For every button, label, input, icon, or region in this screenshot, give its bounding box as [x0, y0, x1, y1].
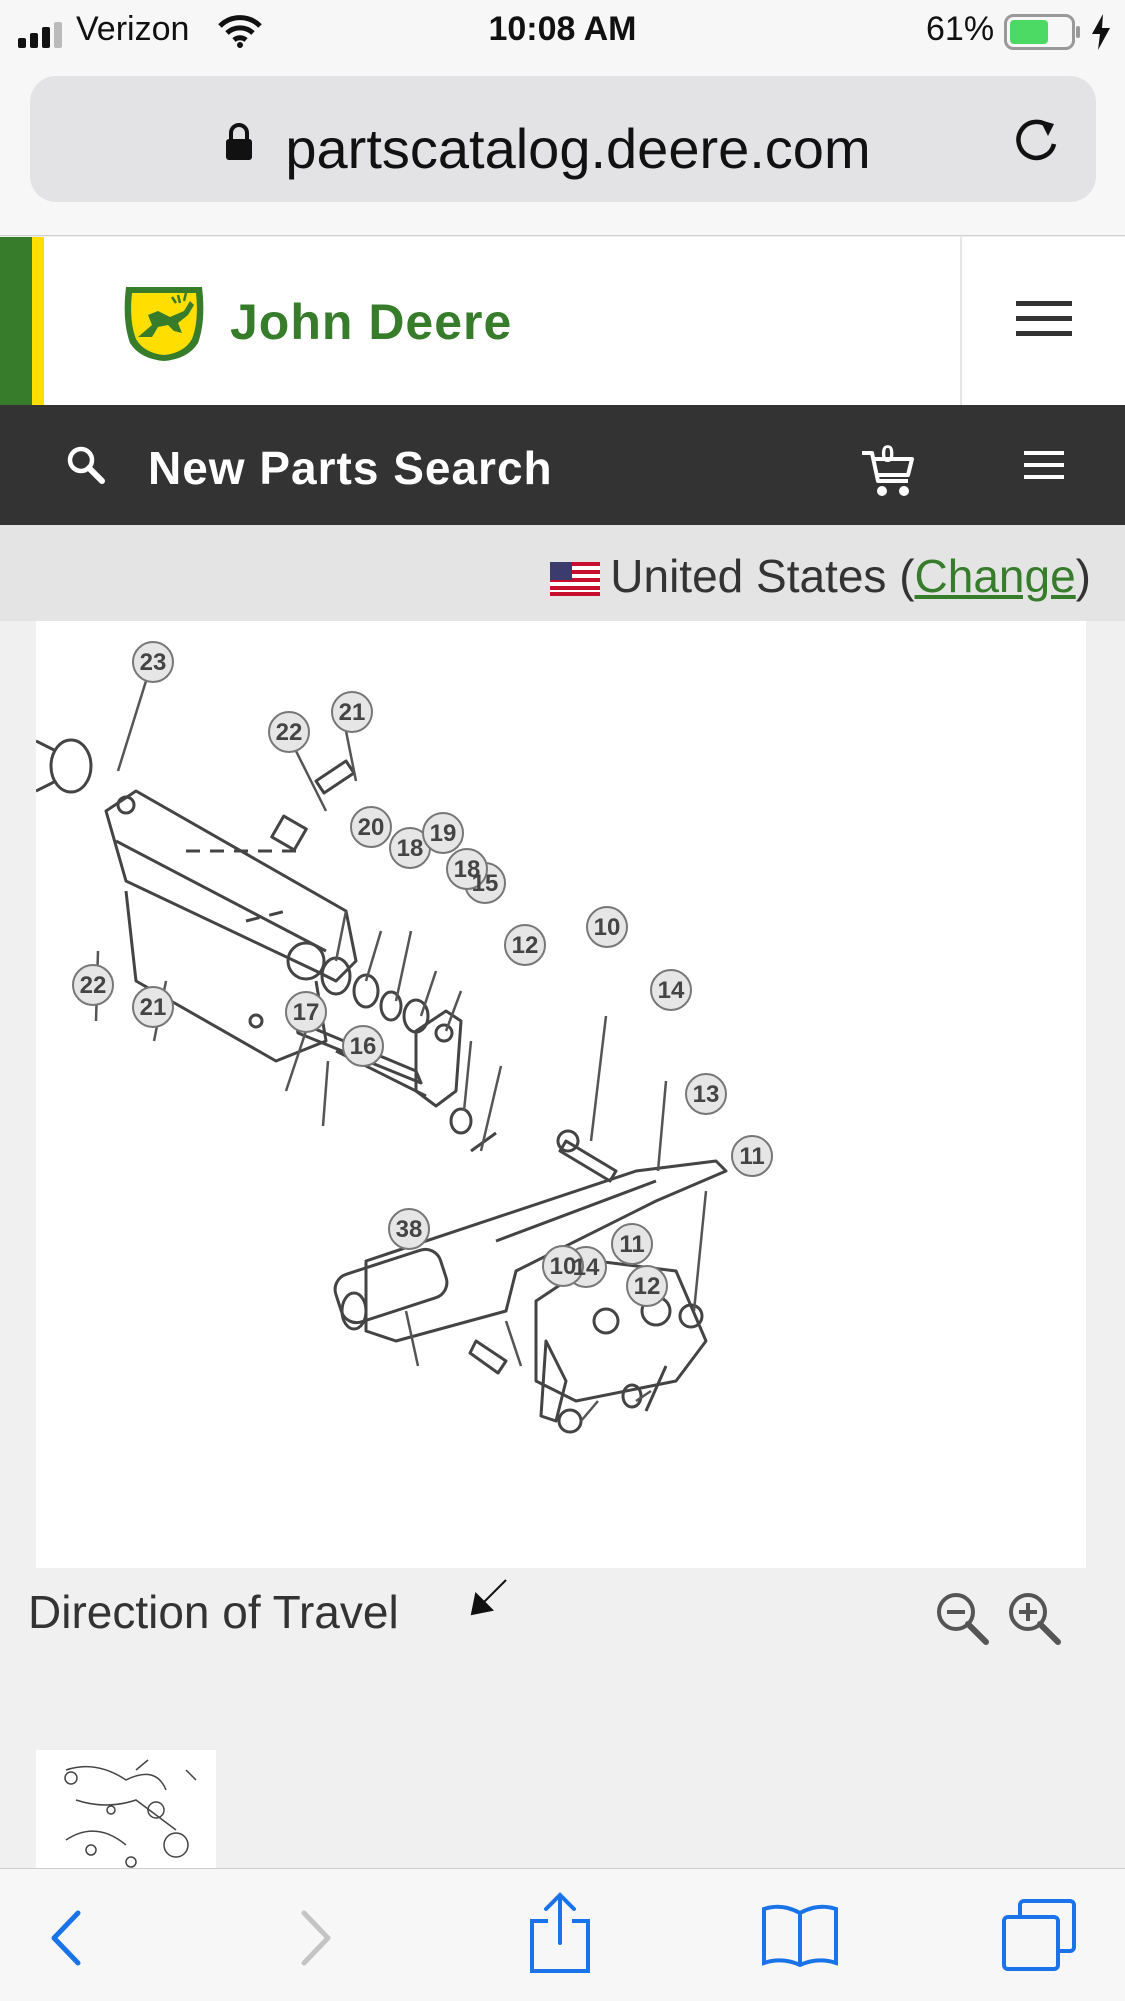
header-divider	[960, 237, 962, 405]
direction-arrow-icon	[470, 1579, 507, 1616]
brand-stripe-yellow	[32, 237, 44, 405]
callout-number: 11	[619, 1231, 644, 1258]
new-parts-search-title[interactable]: New Parts Search	[148, 442, 553, 494]
carrier-label: Verizon	[76, 10, 190, 48]
address-bar[interactable]: partscatalog.deere.com	[30, 76, 1096, 202]
callout-number: 13	[693, 1081, 720, 1108]
parts-diagram-drawing: 2322212018191815222117161210141311381411…	[36, 641, 773, 1434]
john-deere-logo-icon[interactable]	[118, 281, 210, 363]
callout-number: 17	[293, 999, 320, 1026]
thumbnail-drawing	[64, 1759, 197, 1868]
callout-number: 23	[140, 649, 167, 676]
tabs-icon[interactable]	[1000, 1897, 1080, 1973]
callout-number: 16	[350, 1033, 377, 1060]
callout-number: 20	[358, 814, 385, 841]
direction-caption: Direction of Travel	[28, 1585, 399, 1639]
callout-number: 19	[430, 820, 457, 847]
search-icon[interactable]	[66, 445, 106, 485]
parts-nav-bar: New Parts Search 0	[0, 405, 1125, 525]
direction-of-travel-label: Direction of Travel	[28, 1586, 399, 1638]
cart-count-badge: 0	[881, 441, 895, 468]
country-name: United States (	[610, 550, 915, 602]
zoom-in-icon[interactable]	[1006, 1590, 1062, 1646]
signal-icon	[18, 22, 62, 48]
nav-menu-icon[interactable]	[1024, 449, 1064, 481]
callout-number: 15	[472, 870, 499, 897]
callout-number: 10	[550, 1253, 577, 1280]
callout-number: 10	[594, 914, 621, 941]
main-menu-icon[interactable]	[1016, 299, 1072, 339]
callout-number: 12	[512, 932, 539, 959]
url-text: partscatalog.deere.com	[285, 117, 871, 180]
forward-icon[interactable]	[296, 1909, 336, 1967]
callout-number: 22	[276, 719, 303, 746]
callout-number: 18	[454, 856, 481, 883]
callout-number: 21	[140, 994, 167, 1021]
callout-number: 22	[80, 972, 107, 999]
battery-icon	[1004, 14, 1080, 50]
callout-number: 12	[634, 1273, 661, 1300]
callout-number: 38	[396, 1216, 423, 1243]
zoom-out-icon[interactable]	[934, 1590, 990, 1646]
lock-icon	[226, 123, 252, 160]
brand-wordmark[interactable]: John Deere	[230, 294, 513, 350]
us-flag-icon	[550, 562, 601, 596]
status-bar: Verizon 10:08 AM 61%	[0, 0, 1125, 64]
callout-number: 14	[573, 1254, 600, 1281]
change-country-link[interactable]: Change	[914, 550, 1076, 602]
share-icon[interactable]	[528, 1891, 592, 1975]
back-icon[interactable]	[46, 1909, 86, 1967]
battery-percent: 61%	[926, 10, 995, 48]
browser-toolbar	[0, 1868, 1125, 2001]
callout-number: 18	[397, 835, 424, 862]
wifi-icon	[218, 15, 262, 48]
country-selector: United States (Change)	[550, 549, 1091, 603]
cart-icon[interactable]	[860, 447, 916, 499]
clock: 10:08 AM	[488, 10, 637, 48]
charging-bolt-icon	[1092, 14, 1110, 50]
site-header: John Deere	[0, 237, 1125, 405]
diagram-thumbnail[interactable]	[36, 1750, 216, 1868]
callout-number: 21	[339, 699, 366, 726]
callout-number: 11	[739, 1143, 764, 1170]
callout-number: 14	[658, 977, 685, 1004]
country-close-paren: )	[1075, 550, 1091, 602]
reload-icon[interactable]	[1010, 114, 1062, 166]
browser-address-area: partscatalog.deere.com	[0, 64, 1125, 236]
brand-stripe-green	[0, 237, 32, 405]
bookmarks-icon[interactable]	[760, 1903, 840, 1967]
country-bar: United States (Change)	[0, 525, 1125, 621]
